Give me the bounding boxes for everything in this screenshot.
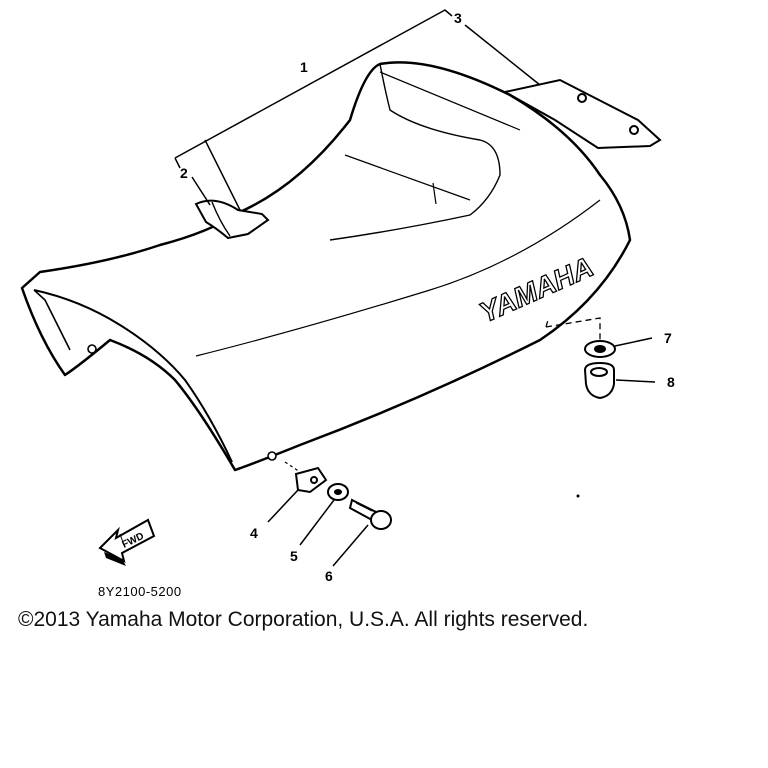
rubber-washer-part-7 (584, 337, 653, 358)
grommet-part-8 (583, 361, 656, 400)
seat-body (20, 61, 632, 472)
washer-part-5 (299, 483, 349, 546)
seat-strap (194, 199, 270, 240)
leader-part-3 (464, 24, 541, 86)
callout-1: 1 (300, 59, 308, 75)
callout-5: 5 (290, 548, 298, 564)
callout-2: 2 (180, 165, 188, 181)
leader-part-1 (174, 9, 453, 211)
callout-7: 7 (664, 330, 672, 346)
seat-bracket (502, 78, 662, 150)
scan-dot (576, 494, 580, 498)
clip-part-4 (267, 461, 328, 523)
copyright-notice: ©2013 Yamaha Motor Corporation, U.S.A. A… (18, 608, 589, 631)
callout-6: 6 (325, 568, 333, 584)
mount-location-marker (545, 317, 601, 345)
callout-4: 4 (250, 525, 258, 541)
parts-diagram: YAMAHA 1 2 3 7 8 4 (20, 9, 675, 599)
part-code: 8Y2100-5200 (98, 584, 182, 599)
callout-8: 8 (667, 374, 675, 390)
leader-part-2 (191, 176, 211, 206)
callout-3: 3 (454, 10, 462, 26)
bolt-part-6 (332, 498, 392, 567)
fwd-arrow-icon (98, 518, 156, 566)
